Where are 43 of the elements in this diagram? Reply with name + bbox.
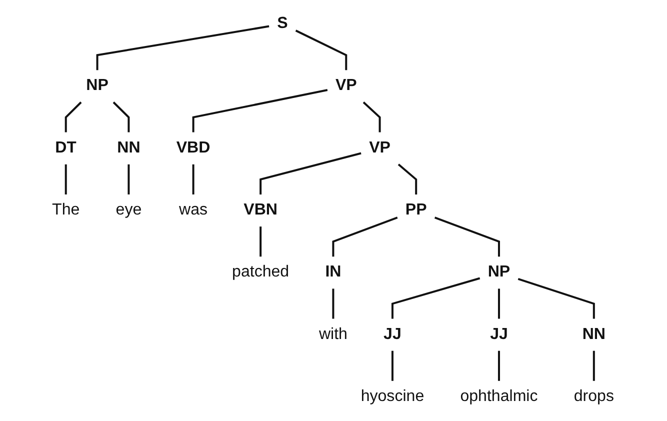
node-text: JJ (490, 326, 508, 343)
connector (593, 350, 596, 381)
connector (113, 102, 130, 132)
connector (260, 152, 362, 194)
connector (498, 350, 500, 381)
node-text: patched (232, 264, 290, 281)
connector (498, 288, 500, 319)
node-text: VBN (244, 201, 278, 219)
node-text: hyoscine (361, 388, 425, 405)
connector (296, 30, 348, 70)
connector (65, 102, 82, 132)
node-text: IN (326, 264, 342, 281)
node-text: NN (582, 326, 606, 343)
connector (192, 89, 328, 132)
node-text: The (52, 201, 80, 219)
node-text: S (278, 15, 288, 32)
node-text: ophthalmic (460, 388, 538, 405)
connector (392, 350, 394, 381)
connector (398, 164, 418, 194)
connector (128, 164, 130, 194)
connector (332, 288, 335, 319)
connector (518, 278, 596, 319)
connector (434, 216, 500, 257)
node-text: DT (56, 139, 78, 156)
node-text: VP (370, 139, 391, 156)
connector (332, 216, 398, 257)
node-text: JJ (384, 326, 402, 343)
connector (96, 25, 270, 70)
connector (363, 102, 382, 132)
node-text: NP (86, 77, 109, 94)
node-text: NP (488, 264, 511, 281)
node-text: was (180, 201, 208, 219)
connector (392, 277, 481, 319)
node-text: NN (118, 139, 141, 156)
node-text: VP (336, 77, 358, 94)
connector (65, 164, 68, 194)
node-text: with (319, 326, 348, 343)
node-text: PP (406, 201, 428, 219)
node-text: VBD (176, 139, 211, 156)
connector (260, 226, 262, 257)
node-text: drops (574, 388, 614, 405)
connector (192, 164, 195, 194)
node-text: eye (116, 201, 142, 219)
